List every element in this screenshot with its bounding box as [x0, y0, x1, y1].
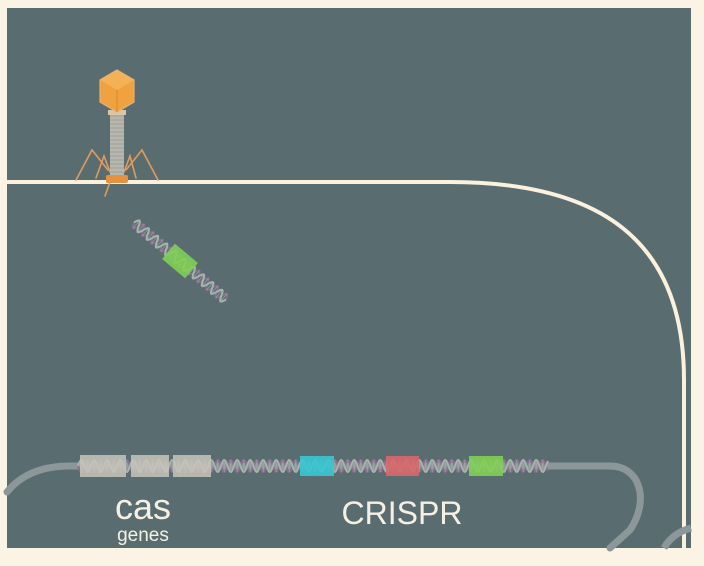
viral-helix-rung	[151, 235, 159, 244]
viral-helix-rung	[141, 227, 150, 237]
viral-helix-rung	[215, 289, 223, 298]
phage-tail-fibers	[75, 148, 159, 197]
viral-helix-rung	[137, 224, 145, 233]
viral-helix-rung	[206, 281, 214, 291]
viral-spacer-green	[162, 243, 198, 279]
cas-gene-3	[173, 455, 211, 477]
cas-gene-2	[131, 455, 169, 477]
cas-gene-1	[80, 455, 126, 477]
viral-helix-rung	[197, 274, 205, 283]
phage-tail-stripes	[110, 115, 124, 173]
crispr-spacer-red	[386, 456, 419, 476]
viral-helix-rung	[220, 293, 228, 302]
viral-helix-rung	[160, 243, 168, 252]
viral-helix-rung	[192, 270, 200, 279]
crispr-spacer-cyan	[300, 456, 334, 476]
crispr-label: CRISPR	[342, 495, 463, 531]
viral-helix-rung	[146, 231, 154, 241]
genes-label: genes	[117, 525, 169, 546]
cas-label: cas	[115, 486, 171, 527]
crispr-spacer-green	[469, 456, 503, 476]
chromosome-corner-coil	[660, 524, 692, 550]
bacteriophage-icon	[75, 69, 159, 197]
viral-helix-rung	[155, 239, 163, 248]
viral-helix-rung	[210, 285, 219, 295]
chromosome-strand	[3, 462, 644, 552]
injected-viral-dna	[131, 219, 229, 303]
phage-head-top-face	[100, 70, 134, 90]
cell-membrane	[7, 180, 686, 548]
phage-base-plate	[106, 175, 128, 183]
viral-helix-rung	[132, 220, 140, 229]
viral-helix-rung	[201, 278, 209, 287]
